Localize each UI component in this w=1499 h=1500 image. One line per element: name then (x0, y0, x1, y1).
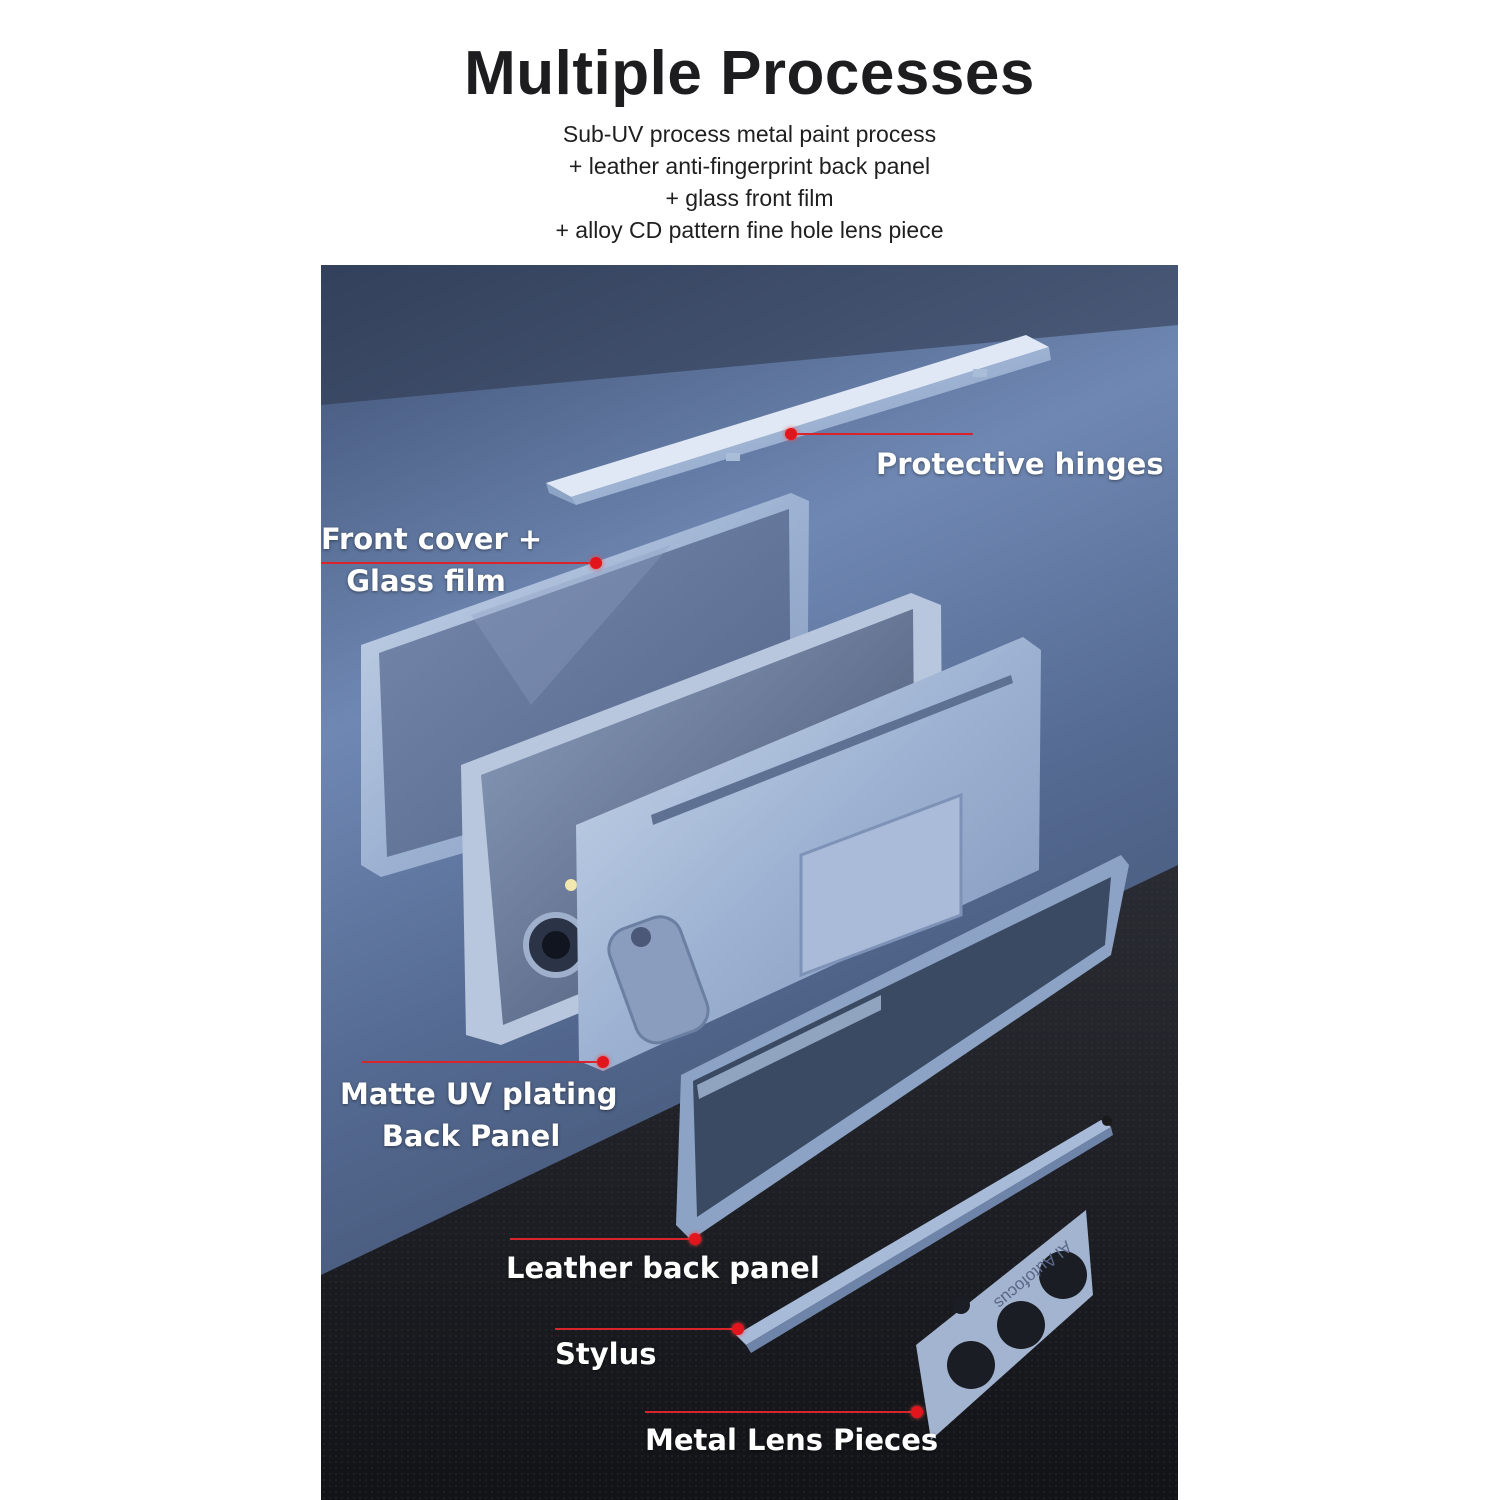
callout-hinges: Protective hinges (876, 447, 1164, 481)
callout-dot (785, 428, 797, 440)
leader-line (555, 1328, 738, 1330)
callout-dot (732, 1323, 744, 1335)
subtitle-line: + glass front film (665, 185, 834, 211)
stylus-part (736, 1116, 1113, 1353)
callout-front-cover-line2: Glass film (346, 564, 506, 598)
callout-lens: Metal Lens Pieces (645, 1423, 939, 1457)
leader-line (362, 1061, 602, 1063)
product-scene: AI Autofocus (321, 265, 1178, 1500)
leader-line (510, 1238, 695, 1240)
callout-stylus: Stylus (555, 1337, 657, 1371)
callout-front-cover-line1: Front cover + (321, 522, 543, 556)
callout-dot (597, 1056, 609, 1068)
callout-dot (590, 557, 602, 569)
callout-dot (911, 1406, 923, 1418)
callout-matte-line2: Back Panel (381, 1119, 561, 1153)
leather-panel-part (676, 855, 1129, 1240)
leader-line (321, 562, 596, 564)
callout-leather: Leather back panel (506, 1251, 820, 1285)
leader-line (645, 1411, 917, 1413)
subtitle-line: Sub-UV process metal paint process (562, 121, 937, 147)
subtitle-line: + alloy CD pattern fine hole lens piece (555, 217, 944, 243)
page-title: Multiple Processes (464, 39, 1035, 108)
callout-matte-line1: Matte UV plating (340, 1077, 618, 1111)
hinge-part (546, 335, 1051, 505)
subtitle: Sub-UV process metal paint process + lea… (0, 118, 1499, 246)
back-panel-part (576, 637, 1041, 1071)
leader-line (790, 433, 973, 435)
subtitle-line: + leather anti-fingerprint back panel (568, 153, 931, 179)
product-illustration: AI Autofocus (321, 265, 1178, 1500)
callout-dot (689, 1233, 701, 1245)
